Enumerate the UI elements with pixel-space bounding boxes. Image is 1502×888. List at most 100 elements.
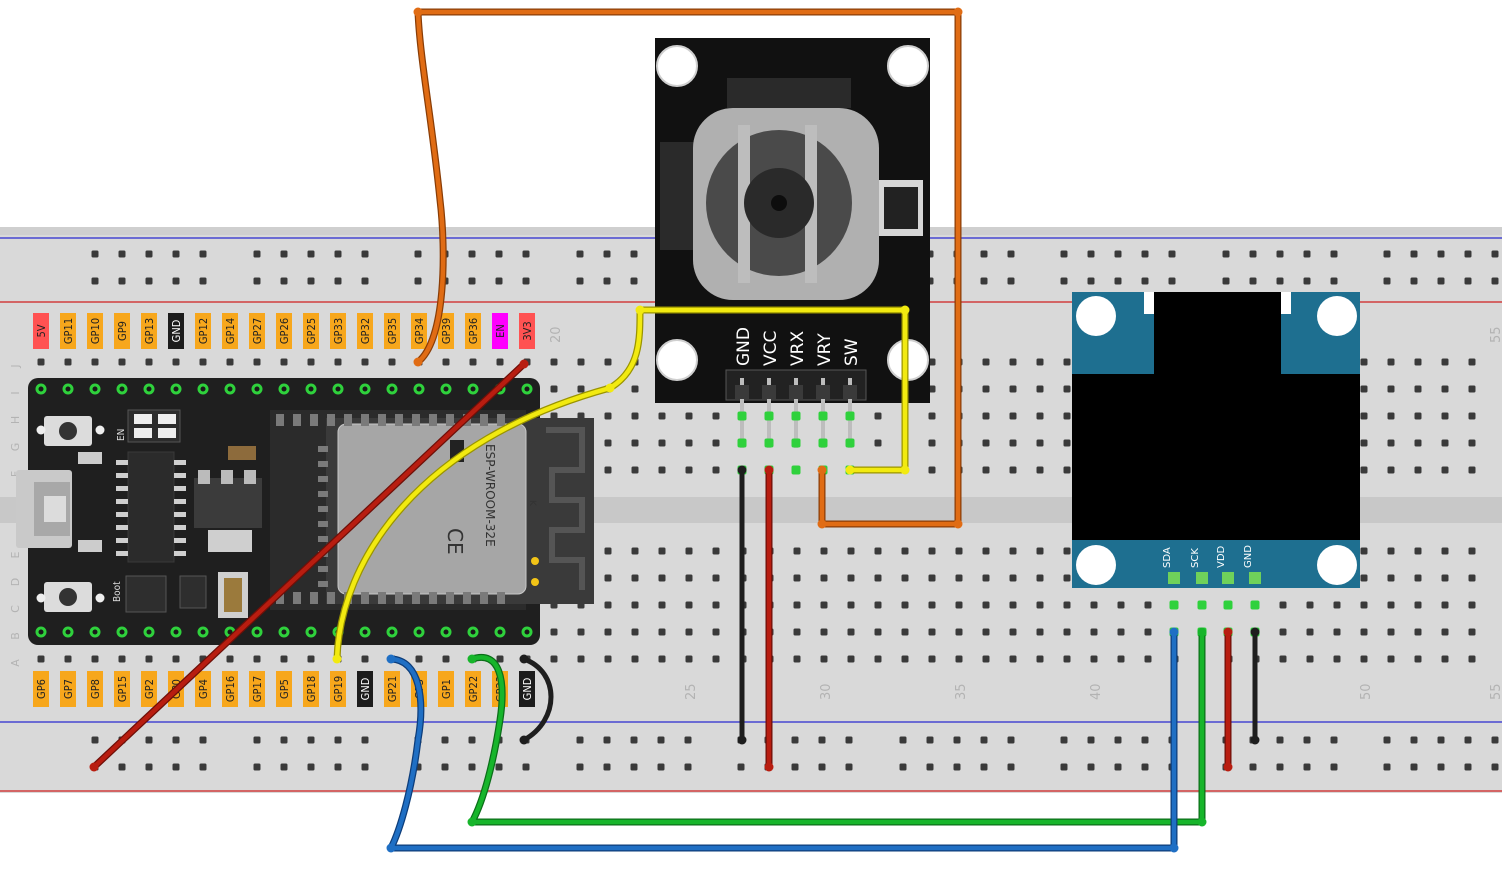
rail-hole <box>414 250 422 258</box>
esp32-top-pin-label: GP33 <box>332 318 345 344</box>
rail-hole <box>576 277 584 285</box>
breadboard-hole <box>1063 628 1071 636</box>
breadboard-hole <box>577 655 585 663</box>
breadboard-hole <box>64 358 72 366</box>
wire-endpoint <box>413 7 423 17</box>
rail-hole <box>684 763 692 771</box>
rail-hole <box>118 250 126 258</box>
breadboard-hole <box>1009 412 1017 420</box>
wire-endpoint <box>1223 762 1233 772</box>
wire-endpoint <box>1197 627 1207 637</box>
breadboard-hole <box>874 628 882 636</box>
wire-endpoint <box>605 383 615 393</box>
breadboard-hole <box>199 358 207 366</box>
rail-hole <box>1007 277 1015 285</box>
rail-hole <box>441 763 449 771</box>
breadboard-hole <box>361 358 369 366</box>
rail-hole <box>495 277 503 285</box>
esp32-top-pin-label: GP11 <box>62 318 75 344</box>
rail-hole <box>1114 250 1122 258</box>
joystick-pin-label-sw: SW <box>842 338 862 366</box>
breadboard-hole <box>1360 655 1368 663</box>
esp32-bottom-pin-label-bg <box>195 671 211 707</box>
breadboard-hole <box>1063 574 1071 582</box>
breadboard-hole <box>847 547 855 555</box>
wire-blue <box>388 629 1177 851</box>
rail-hole <box>253 277 261 285</box>
breadboard-hole <box>658 466 666 474</box>
breadboard-hole <box>1306 655 1314 663</box>
breadboard-hole <box>712 547 720 555</box>
esp32-top-pin-label-bg <box>168 313 184 349</box>
esp32-bottom-pin-label: GP1 <box>440 679 453 699</box>
row-letter: G <box>9 443 22 452</box>
rail-hole <box>1087 763 1095 771</box>
esp32-bottom-pin-label-bg <box>303 671 319 707</box>
breadboard-hole <box>1036 412 1044 420</box>
breadboard-hole <box>1441 466 1449 474</box>
breadboard-hole <box>874 574 882 582</box>
breadboard-hole <box>1387 466 1395 474</box>
breadboard-hole <box>604 358 612 366</box>
row-letter: F <box>9 471 22 477</box>
oled-mount-hole <box>1317 296 1357 336</box>
breadboard-hole <box>928 385 936 393</box>
rail-hole <box>1303 250 1311 258</box>
rail-hole <box>1141 763 1149 771</box>
breadboard-hole <box>712 655 720 663</box>
rail-hole <box>791 763 799 771</box>
esp32-bottom-pin-label-bg <box>330 671 346 707</box>
breadboard-hole <box>955 601 963 609</box>
row-letter: A <box>9 659 22 667</box>
k-mark: K <box>527 500 537 507</box>
breadboard-hole <box>1279 655 1287 663</box>
rail-hole <box>576 250 584 258</box>
rail-hole <box>199 250 207 258</box>
rail-hole <box>334 736 342 744</box>
breadboard-hole <box>1144 628 1152 636</box>
breadboard-hole <box>469 358 477 366</box>
wire-endpoint <box>900 465 910 475</box>
esp32-top-pin-label: GP32 <box>359 318 372 344</box>
wire-endpoints <box>89 7 1260 853</box>
wire-endpoint <box>737 735 747 745</box>
breadboard-hole <box>1117 655 1125 663</box>
rail-hole <box>791 736 799 744</box>
rail-hole <box>1437 736 1445 744</box>
breadboard-hole <box>496 655 504 663</box>
rail-hole <box>1114 763 1122 771</box>
rail-hole <box>118 277 126 285</box>
ce-mark: CE <box>443 528 467 555</box>
breadboard-hole <box>1009 385 1017 393</box>
esp32-top-pin-label-bg <box>141 313 157 349</box>
row-letter: J <box>9 364 22 368</box>
rail-hole <box>91 277 99 285</box>
breadboard-hole <box>253 358 261 366</box>
rail-hole <box>1222 277 1230 285</box>
esp32-top-pin-label: GP25 <box>305 318 318 344</box>
breadboard-hole <box>712 574 720 582</box>
rail-hole <box>899 736 907 744</box>
breadboard-hole <box>550 412 558 420</box>
wire-endpoint <box>1169 627 1179 637</box>
breadboard-hole <box>1441 601 1449 609</box>
breadboard-hole <box>280 358 288 366</box>
rail-hole <box>684 736 692 744</box>
breadboard-hole <box>928 547 936 555</box>
rail-hole <box>1060 250 1068 258</box>
esp32-bottom-pin-label: GP6 <box>35 679 48 699</box>
rail-hole <box>1464 277 1472 285</box>
rail-hole <box>145 763 153 771</box>
esp32-bottom-pin-label: GP15 <box>116 676 129 702</box>
wire-green <box>469 629 1205 825</box>
breadboard-hole <box>1468 628 1476 636</box>
module-gold-pad <box>531 578 539 586</box>
rail-hole <box>118 763 126 771</box>
breadboard-hole <box>901 547 909 555</box>
breadboard-hole <box>685 655 693 663</box>
rail-hole <box>145 277 153 285</box>
rail-hole <box>172 763 180 771</box>
breadboard-hole <box>901 601 909 609</box>
breadboard-hole <box>1333 628 1341 636</box>
rail-hole <box>980 763 988 771</box>
